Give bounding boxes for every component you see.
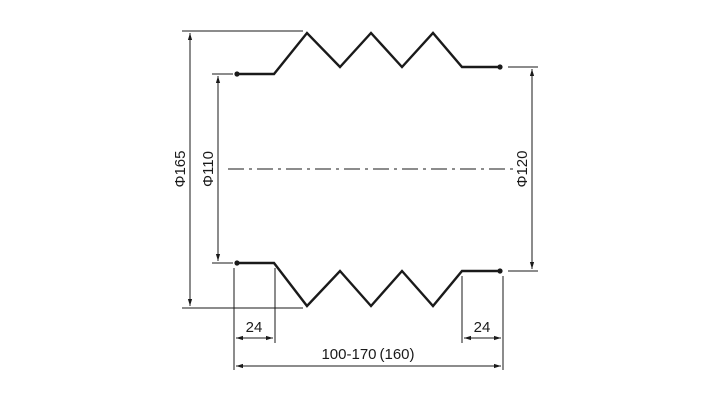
right-cuff-length-label: 24 [474,319,491,336]
right-bottom-end-dot [497,268,503,274]
inner-left-diameter-label: Φ110 [200,151,217,187]
left-top-end-dot [234,71,240,77]
inner-right-diameter-label: Φ120 [514,151,531,188]
bellows-bottom-profile [235,261,502,308]
right-top-end-dot [497,64,503,70]
bellows-top-profile [235,31,502,76]
overall-length-label: 100-170 (160) [321,346,414,363]
outer-diameter-label: Φ165 [172,151,189,188]
left-bottom-end-dot [234,260,240,266]
left-cuff-length-label: 24 [246,319,263,336]
